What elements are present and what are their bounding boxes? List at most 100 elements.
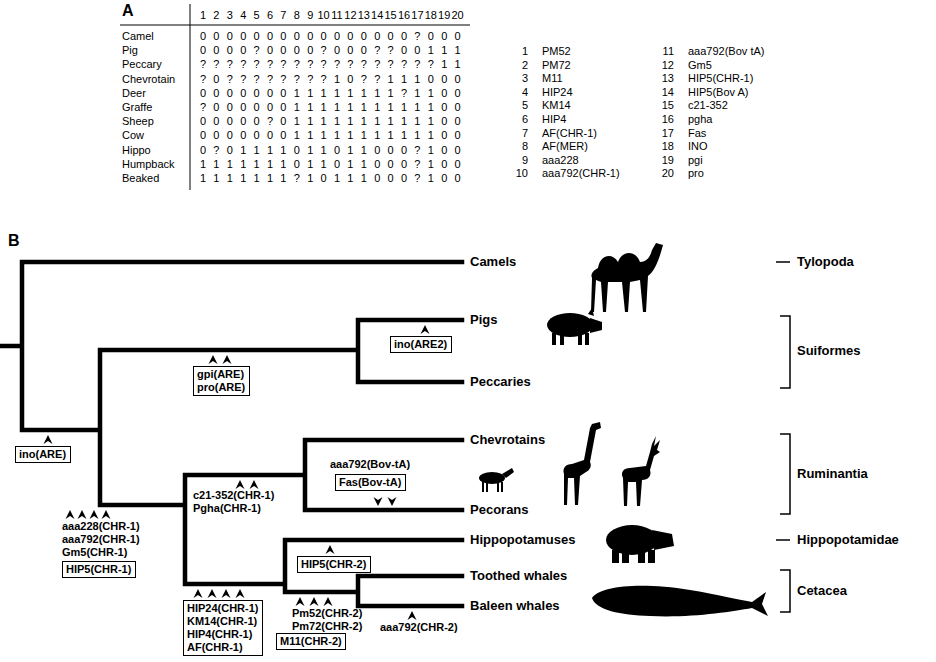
table-cell: 0 xyxy=(254,129,260,141)
table-cell: 0 xyxy=(374,144,380,156)
taxon-name: Humpback xyxy=(122,158,175,170)
table-cell: ? xyxy=(347,58,353,70)
marker-number: 6 xyxy=(522,113,528,125)
taxon-label: Pecorans xyxy=(470,502,529,517)
table-cell: 1 xyxy=(347,129,353,141)
marker-number: 5 xyxy=(522,99,528,111)
column-number: 17 xyxy=(411,9,423,21)
table-cell: 1 xyxy=(307,115,313,127)
table-cell: 1 xyxy=(361,101,367,113)
table-cell: 0 xyxy=(388,30,394,42)
table-cell: 1 xyxy=(388,101,394,113)
boxed-event: HIP24(CHR-1)KM14(CHR-1)HIP4(CHR-1)AF(CHR… xyxy=(183,600,263,656)
table-cell: 0 xyxy=(227,144,233,156)
table-cell: 0 xyxy=(361,44,367,56)
table-cell: 0 xyxy=(294,158,300,170)
marker-name: INO xyxy=(688,140,708,152)
group-brackets xyxy=(776,262,790,612)
table-cell: 1 xyxy=(428,144,434,156)
table-cell: 0 xyxy=(254,115,260,127)
table-cell: ? xyxy=(254,44,260,56)
table-cell: ? xyxy=(334,58,340,70)
table-cell: 0 xyxy=(414,44,420,56)
table-cell: 0 xyxy=(401,44,407,56)
taxon-name: Chevrotain xyxy=(122,73,175,85)
table-cell: 0 xyxy=(280,129,286,141)
table-cell: 1 xyxy=(374,101,380,113)
table-cell: 1 xyxy=(280,144,286,156)
table-cell: 1 xyxy=(428,87,434,99)
table-cell: 0 xyxy=(294,144,300,156)
table-cell: 1 xyxy=(334,115,340,127)
table-cell: 1 xyxy=(374,115,380,127)
table-cell: 0 xyxy=(254,87,260,99)
table-cell: 1 xyxy=(455,44,461,56)
table-cell: 1 xyxy=(334,73,340,85)
table-cell: ? xyxy=(361,73,367,85)
marker-number: 18 xyxy=(662,140,674,152)
marker-name: AF(CHR-1) xyxy=(542,127,597,139)
table-cell: 1 xyxy=(294,101,300,113)
table-cell: 0 xyxy=(240,101,246,113)
camel-silhouette xyxy=(591,243,663,312)
table-cell: 1 xyxy=(280,172,286,184)
table-cell: 0 xyxy=(334,158,340,170)
marker-name: HIP4 xyxy=(542,113,566,125)
taxon-name: Pig xyxy=(122,44,138,56)
table-cell: 0 xyxy=(428,73,434,85)
event-label: HIP5(CHR-2) xyxy=(301,558,367,571)
column-number: 2 xyxy=(213,9,219,21)
marker-number: 16 xyxy=(662,113,674,125)
marker-name: M11 xyxy=(542,72,563,84)
taxon-label: Toothed whales xyxy=(470,568,567,583)
pig-silhouette xyxy=(547,308,602,345)
table-cell: ? xyxy=(388,58,394,70)
taxon-label: Baleen whales xyxy=(470,598,560,613)
marker-number: 12 xyxy=(662,59,674,71)
taxon-label: Hippopotamuses xyxy=(470,532,575,547)
marker-name: Fas xyxy=(688,127,706,139)
table-cell: 0 xyxy=(321,172,327,184)
table-cell: 0 xyxy=(200,115,206,127)
marker-name: KM14 xyxy=(542,99,571,111)
table-cell: 0 xyxy=(347,44,353,56)
table-cell: ? xyxy=(414,30,420,42)
event-label: pro(ARE) xyxy=(197,381,246,394)
table-cell: 0 xyxy=(294,44,300,56)
table-cell: 0 xyxy=(307,30,313,42)
table-cell: 1 xyxy=(347,144,353,156)
table-cell: 1 xyxy=(428,44,434,56)
marker-number: 2 xyxy=(522,59,528,71)
table-cell: 0 xyxy=(227,87,233,99)
table-cell: 1 xyxy=(254,172,260,184)
taxon-label: Peccaries xyxy=(470,374,531,389)
column-number: 14 xyxy=(371,9,383,21)
marker-name: pro xyxy=(688,167,704,179)
table-cell: ? xyxy=(307,73,313,85)
taxon-name: Peccary xyxy=(122,58,162,70)
group-label: Suiformes xyxy=(797,343,861,358)
event-label: AF(CHR-1) xyxy=(187,641,259,654)
table-cell: 1 xyxy=(307,101,313,113)
table-cell: ? xyxy=(321,44,327,56)
event-label: KM14(CHR-1) xyxy=(187,615,259,628)
table-cell: 0 xyxy=(200,87,206,99)
table-cell: 1 xyxy=(240,172,246,184)
table-cell: ? xyxy=(374,44,380,56)
table-cell: 1 xyxy=(254,158,260,170)
marker-name: pgi xyxy=(688,154,703,166)
column-number: 19 xyxy=(438,9,450,21)
table-cell: 0 xyxy=(280,44,286,56)
marker-number: 20 xyxy=(662,167,674,179)
column-number: 6 xyxy=(267,9,273,21)
table-cell: 1 xyxy=(267,144,273,156)
marker-name: AF(MER) xyxy=(542,140,588,152)
table-cell: 0 xyxy=(374,172,380,184)
table-cell: 0 xyxy=(455,144,461,156)
table-cell: 1 xyxy=(388,115,394,127)
event-label: M11(CHR-2) xyxy=(280,635,342,648)
table-cell: 0 xyxy=(267,30,273,42)
event-label: Fas(Bov-tA) xyxy=(339,476,402,489)
marker-number: 13 xyxy=(662,72,674,84)
table-cell: 1 xyxy=(428,172,434,184)
